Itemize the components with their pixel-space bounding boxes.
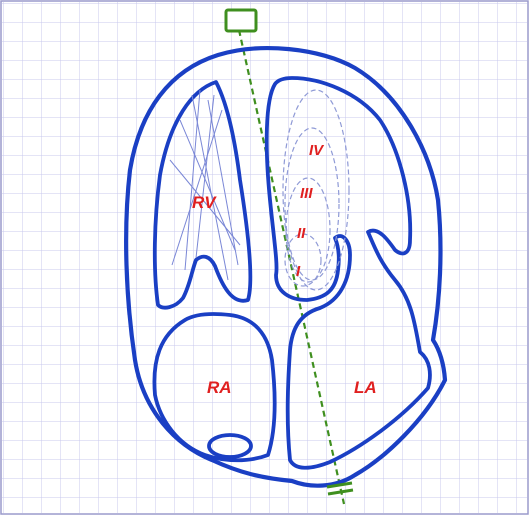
label-segment-2: II	[297, 225, 306, 242]
label-segment-3: III	[300, 185, 313, 202]
label-ra: RA	[207, 378, 232, 397]
label-rv: RV	[192, 193, 217, 212]
label-segment-4: IV	[309, 142, 325, 159]
probe-head-icon	[226, 10, 256, 31]
label-la: LA	[354, 378, 377, 397]
